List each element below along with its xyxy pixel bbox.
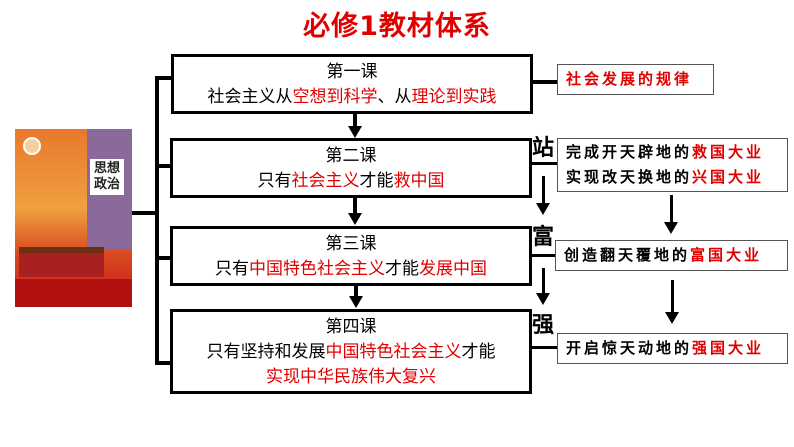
stand-box: 完成开天辟地的救国大业 实现改天换地的兴国大业: [557, 138, 788, 192]
stage-stand: 站: [532, 135, 555, 161]
emblem-icon: [23, 137, 41, 155]
law-box: 社会发展的规律: [557, 64, 714, 95]
lesson-name: 第四课: [325, 317, 377, 337]
lesson-3-box: 第三课 只有中国特色社会主义才能发展中国: [170, 226, 532, 286]
stage-rich: 富: [532, 224, 555, 250]
lesson-2-box: 第二课 只有社会主义才能救中国: [170, 138, 532, 198]
lesson-name: 第三课: [325, 234, 377, 254]
lesson-summary: 只有坚持和发展中国特色社会主义才能: [206, 342, 496, 362]
lesson-name: 第二课: [325, 146, 377, 166]
cover-title: 思想政治: [90, 159, 124, 195]
arrow-down-icon: [665, 312, 679, 324]
arrow-down-icon: [349, 296, 363, 308]
bracket-line: [155, 76, 159, 365]
arrow-down-icon: [348, 126, 362, 138]
page-title: 必修1教材体系: [303, 11, 491, 42]
arrow-down-icon: [664, 222, 678, 234]
lesson-summary-line2: 实现中华民族伟大复兴: [266, 367, 436, 387]
lesson-summary: 社会主义从空想到科学、从理论到实践: [207, 87, 497, 107]
connector: [132, 211, 158, 215]
arrow-down-icon: [536, 293, 550, 305]
tiananmen-gate: [19, 247, 104, 277]
textbook-cover-image: 思想政治: [15, 129, 132, 307]
lesson-1-box: 第一课 社会主义从空想到科学、从理论到实践: [171, 54, 533, 114]
arrow-down-icon: [536, 203, 550, 215]
rich-box: 创造翻天覆地的富国大业: [555, 240, 788, 271]
lesson-name: 第一课: [326, 62, 378, 82]
lesson-summary: 只有社会主义才能救中国: [257, 171, 445, 191]
lesson-summary: 只有中国特色社会主义才能发展中国: [215, 259, 487, 279]
arrow-down-icon: [348, 213, 362, 225]
stage-strong: 强: [532, 312, 555, 338]
lesson-4-box: 第四课 只有坚持和发展中国特色社会主义才能 实现中华民族伟大复兴: [170, 309, 532, 394]
strong-box: 开启惊天动地的强国大业: [557, 333, 788, 364]
